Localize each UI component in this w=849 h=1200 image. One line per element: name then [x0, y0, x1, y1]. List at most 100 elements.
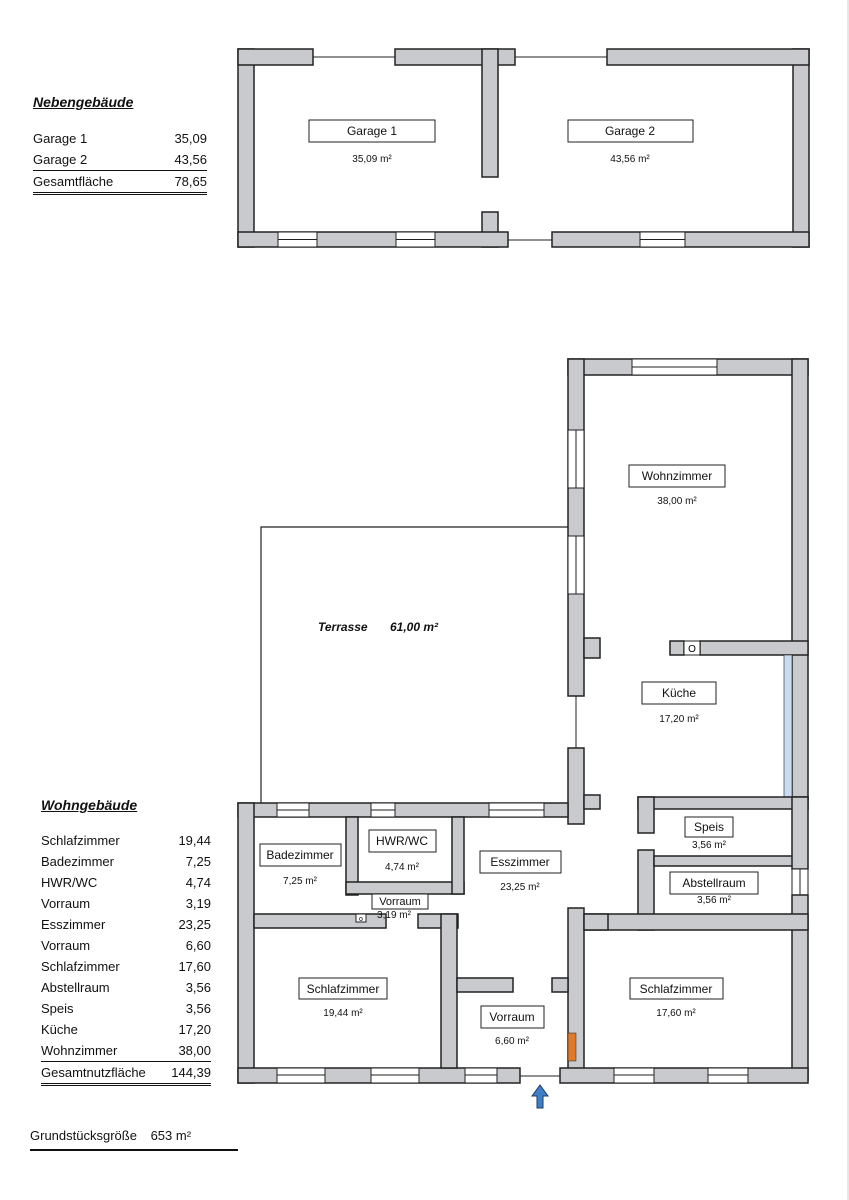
room-area: 43,56 m² — [610, 154, 650, 165]
plot-label: Grundstücksgröße — [30, 1128, 137, 1143]
row-value: 4,74 — [185, 875, 211, 890]
wall — [791, 796, 809, 870]
room-area: 3,56 m² — [692, 840, 727, 851]
room-label-box — [684, 816, 734, 838]
room-name: Abstellraum — [682, 876, 745, 890]
nebengebaeude-table: Garage 1 35,09 Garage 2 43,56 Gesamtfläc… — [33, 128, 207, 195]
row-value: 43,56 — [174, 152, 207, 167]
terrace-outline — [260, 526, 568, 803]
row-value: 3,56 — [185, 1001, 211, 1016]
room-label-box — [628, 464, 726, 488]
plot-size: Grundstücksgröße 653 m² — [30, 1128, 238, 1151]
room-label-box — [259, 843, 342, 867]
wall — [481, 48, 499, 178]
wall — [606, 48, 810, 66]
terrace-area: 61,00 m² — [390, 620, 439, 634]
terrace: Terrasse 61,00 m² — [260, 526, 568, 803]
row-name: Speis — [41, 1001, 74, 1016]
room-name: Esszimmer — [490, 855, 549, 869]
door-mark — [567, 1032, 577, 1062]
row-value: 3,56 — [185, 980, 211, 995]
row-value: 23,25 — [178, 917, 211, 932]
wall — [345, 881, 465, 895]
house-walls: O — [237, 358, 809, 1084]
small-marker: o — [359, 916, 363, 923]
wall — [456, 977, 514, 993]
room-area: 7,25 m² — [283, 876, 318, 887]
wall — [583, 913, 809, 931]
row-value: 17,20 — [178, 1022, 211, 1037]
row-name: Wohnzimmer — [41, 1043, 118, 1058]
room-label-box — [308, 119, 436, 143]
window-highlight — [783, 654, 793, 798]
room-name: Schlafzimmer — [640, 982, 713, 996]
table-row: Schlafzimmer 17,60 — [41, 956, 211, 977]
room-area: 38,00 m² — [657, 496, 697, 507]
room-kueche: Küche 17,20 m² — [641, 681, 717, 725]
room-speis: Speis 3,56 m² — [684, 816, 734, 851]
wall — [253, 913, 387, 929]
row-name: Vorraum — [41, 896, 91, 911]
table-row: Garage 1 35,09 — [33, 128, 207, 149]
room-name: Garage 1 — [347, 124, 397, 138]
room-area: 17,20 m² — [659, 714, 699, 725]
wall — [583, 913, 609, 931]
room-name: Wohnzimmer — [642, 469, 712, 483]
room-area: 3,56 m² — [697, 895, 732, 906]
terrace-name: Terrasse — [318, 620, 368, 634]
room-label-box — [368, 829, 437, 853]
room-name: Vorraum — [489, 1010, 534, 1024]
row-name: Abstellraum — [41, 980, 110, 995]
total-row: Gesamtfläche 78,65 — [33, 170, 207, 195]
room-label-box — [479, 850, 562, 874]
row-name: HWR/WC — [41, 875, 98, 890]
wall — [237, 48, 314, 66]
room-garage-1: Garage 1 35,09 m² — [308, 119, 436, 165]
row-value: 3,19 — [185, 896, 211, 911]
room-badezimmer: Badezimmer 7,25 m² — [259, 843, 342, 887]
table-row: Esszimmer 23,25 — [41, 914, 211, 935]
room-name: HWR/WC — [376, 834, 428, 848]
room-label-box — [669, 871, 759, 895]
room-name: Garage 2 — [605, 124, 655, 138]
room-abstellraum: Abstellraum 3,56 m² — [669, 871, 759, 906]
room-schlafzimmer-2: Schlafzimmer 17,60 m² — [629, 977, 724, 1019]
wall — [237, 48, 255, 248]
plot-value: 653 m² — [150, 1128, 192, 1143]
total-value: 78,65 — [174, 174, 207, 189]
wall — [791, 358, 809, 800]
row-name: Esszimmer — [41, 917, 106, 932]
wall — [345, 816, 359, 896]
row-value: 17,60 — [178, 959, 211, 974]
room-name: Speis — [694, 820, 724, 834]
room-area: 3,19 m² — [377, 910, 412, 921]
row-value: 7,25 — [185, 854, 211, 869]
wall — [451, 816, 465, 895]
row-name: Garage 2 — [33, 152, 88, 167]
room-name: Badezimmer — [266, 848, 333, 862]
wall — [567, 358, 585, 697]
small-fixture — [355, 913, 367, 923]
room-label-box — [641, 681, 717, 705]
chimney — [683, 640, 701, 656]
total-name: Gesamtfläche — [33, 174, 114, 189]
room-area: 17,60 m² — [656, 1008, 696, 1019]
wall — [583, 637, 601, 659]
room-esszimmer: Esszimmer 23,25 m² — [479, 850, 562, 893]
room-vorraum-1: Vorraum 3,19 m² — [371, 893, 429, 921]
room-name: Vorraum — [379, 896, 421, 908]
room-area: 19,44 m² — [323, 1008, 363, 1019]
row-name: Garage 1 — [33, 131, 88, 146]
garage-building: Garage 1 35,09 m² Garage 2 43,56 m² — [237, 48, 810, 248]
table-row: Speis 3,56 — [41, 998, 211, 1019]
room-name: Küche — [662, 686, 696, 700]
room-area: 6,60 m² — [495, 1036, 530, 1047]
room-name: Schlafzimmer — [307, 982, 380, 996]
row-name: Schlafzimmer — [41, 959, 120, 974]
room-hwr-wc: HWR/WC 4,74 m² — [368, 829, 437, 873]
room-area: 35,09 m² — [352, 154, 392, 165]
